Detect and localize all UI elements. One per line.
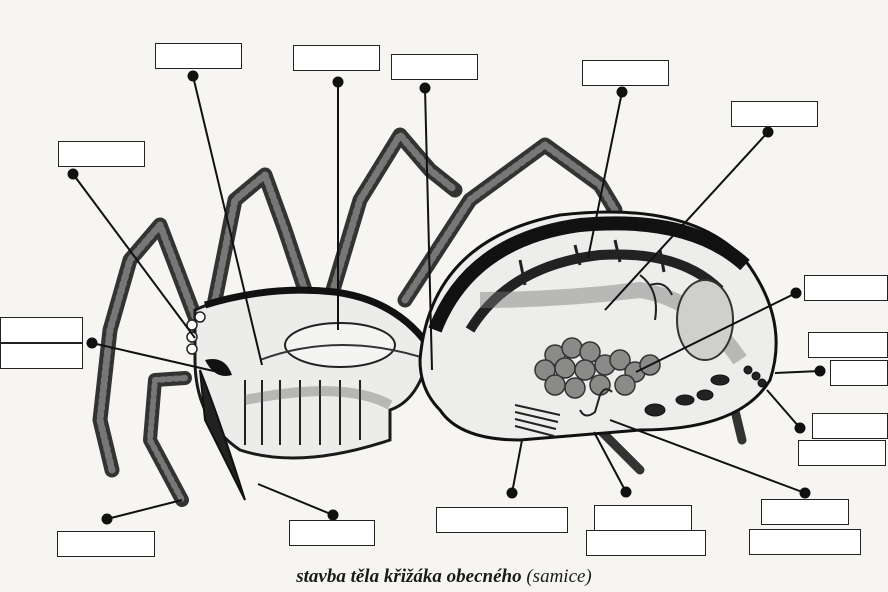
leader-dot-10 [796,424,805,433]
leader-dot-9 [816,367,825,376]
label-box-16[interactable] [594,505,692,531]
label-box-11[interactable] [830,360,888,386]
label-box-1[interactable] [155,43,242,69]
label-box-19[interactable] [289,520,375,546]
leader-dot-13 [508,489,517,498]
label-box-15[interactable] [749,529,861,555]
leader-dot-2 [334,78,343,87]
leader-dot-15 [103,515,112,524]
caption-sex: (samice) [526,566,591,587]
leader-dot-14 [329,511,338,520]
label-box-9[interactable] [804,275,888,301]
label-box-13[interactable] [798,440,886,466]
label-box-6[interactable] [58,141,145,167]
label-box-10[interactable] [808,332,888,358]
leader-dot-3 [421,84,430,93]
caption-title: stavba těla křižáka obecného [296,566,521,587]
leader-dot-6 [69,170,78,179]
label-box-3[interactable] [391,54,478,80]
leader-dot-11 [801,489,810,498]
leader-dot-8 [792,289,801,298]
label-box-8[interactable] [0,343,83,369]
label-box-20[interactable] [57,531,155,557]
label-box-2[interactable] [293,45,380,71]
label-box-18[interactable] [436,507,568,533]
leader-dot-1 [189,72,198,81]
leader-dot-5 [764,128,773,137]
leader-dot-12 [622,488,631,497]
label-box-14[interactable] [761,499,849,525]
label-box-5[interactable] [731,101,818,127]
leader-dot-7 [88,339,97,348]
diagram-caption: stavba těla křižáka obecného (samice) [0,566,888,588]
label-box-4[interactable] [582,60,669,86]
label-box-12[interactable] [812,413,888,439]
label-box-17[interactable] [586,530,706,556]
label-box-7[interactable] [0,317,83,343]
leader-dot-4 [618,88,627,97]
